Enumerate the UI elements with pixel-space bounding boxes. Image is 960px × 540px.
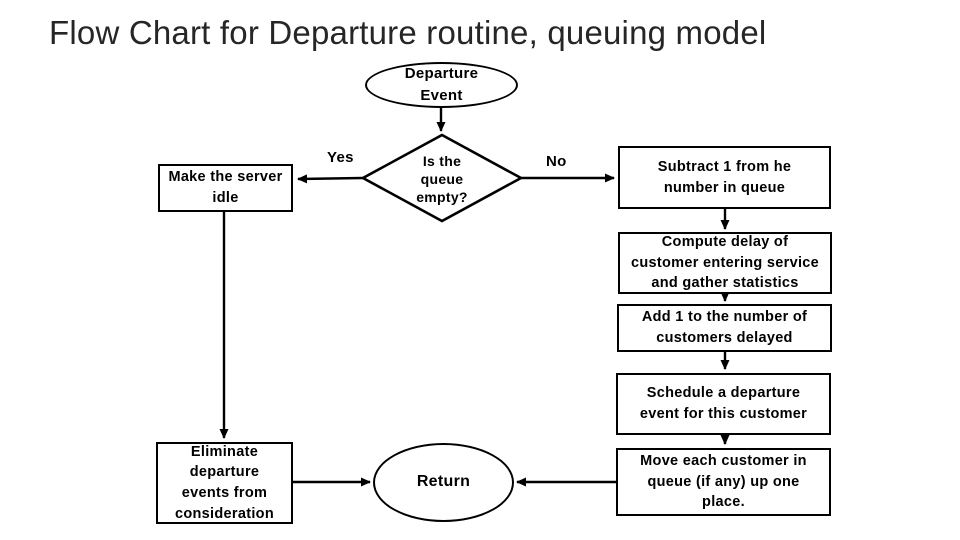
node-schedule-departure: Schedule a departure event for this cust… [616, 373, 831, 435]
node-make-server-idle-label: Make the server idle [168, 169, 283, 206]
node-return-label: Return [416, 473, 471, 491]
node-departure-event-label: Departure Event [404, 65, 479, 104]
edge-label-yes: Yes [327, 149, 354, 166]
node-make-server-idle: Make the server idle [158, 164, 293, 212]
node-move-customers-label: Move each customer in queue (if any) up … [640, 453, 807, 511]
node-schedule-departure-label: Schedule a departure event for this cust… [639, 385, 808, 422]
node-return: Return [373, 443, 514, 522]
node-compute-delay: Compute delay of customer entering servi… [618, 232, 832, 294]
page-title: Flow Chart for Departure routine, queuin… [49, 14, 767, 51]
node-subtract-one-label: Subtract 1 from he number in queue [657, 158, 792, 196]
node-move-customers: Move each customer in queue (if any) up … [616, 448, 831, 516]
node-is-queue-empty: Is the queue empty? [382, 141, 502, 217]
node-eliminate-events-label: Eliminate departure events from consider… [175, 443, 274, 522]
node-eliminate-events: Eliminate departure events from consider… [156, 442, 293, 524]
decision-diamond-shape [360, 133, 524, 223]
node-subtract-one: Subtract 1 from he number in queue [618, 146, 831, 209]
arrow-yes-to-make-idle [297, 174, 364, 184]
node-departure-event: Departure Event [365, 62, 518, 108]
node-add-one-label: Add 1 to the number of customers delayed [641, 309, 808, 346]
node-add-one: Add 1 to the number of customers delayed [617, 304, 832, 352]
edge-label-no: No [546, 153, 567, 170]
node-compute-delay-label: Compute delay of customer entering servi… [630, 234, 820, 292]
node-is-queue-empty-label: Is the queue empty? [416, 152, 468, 206]
